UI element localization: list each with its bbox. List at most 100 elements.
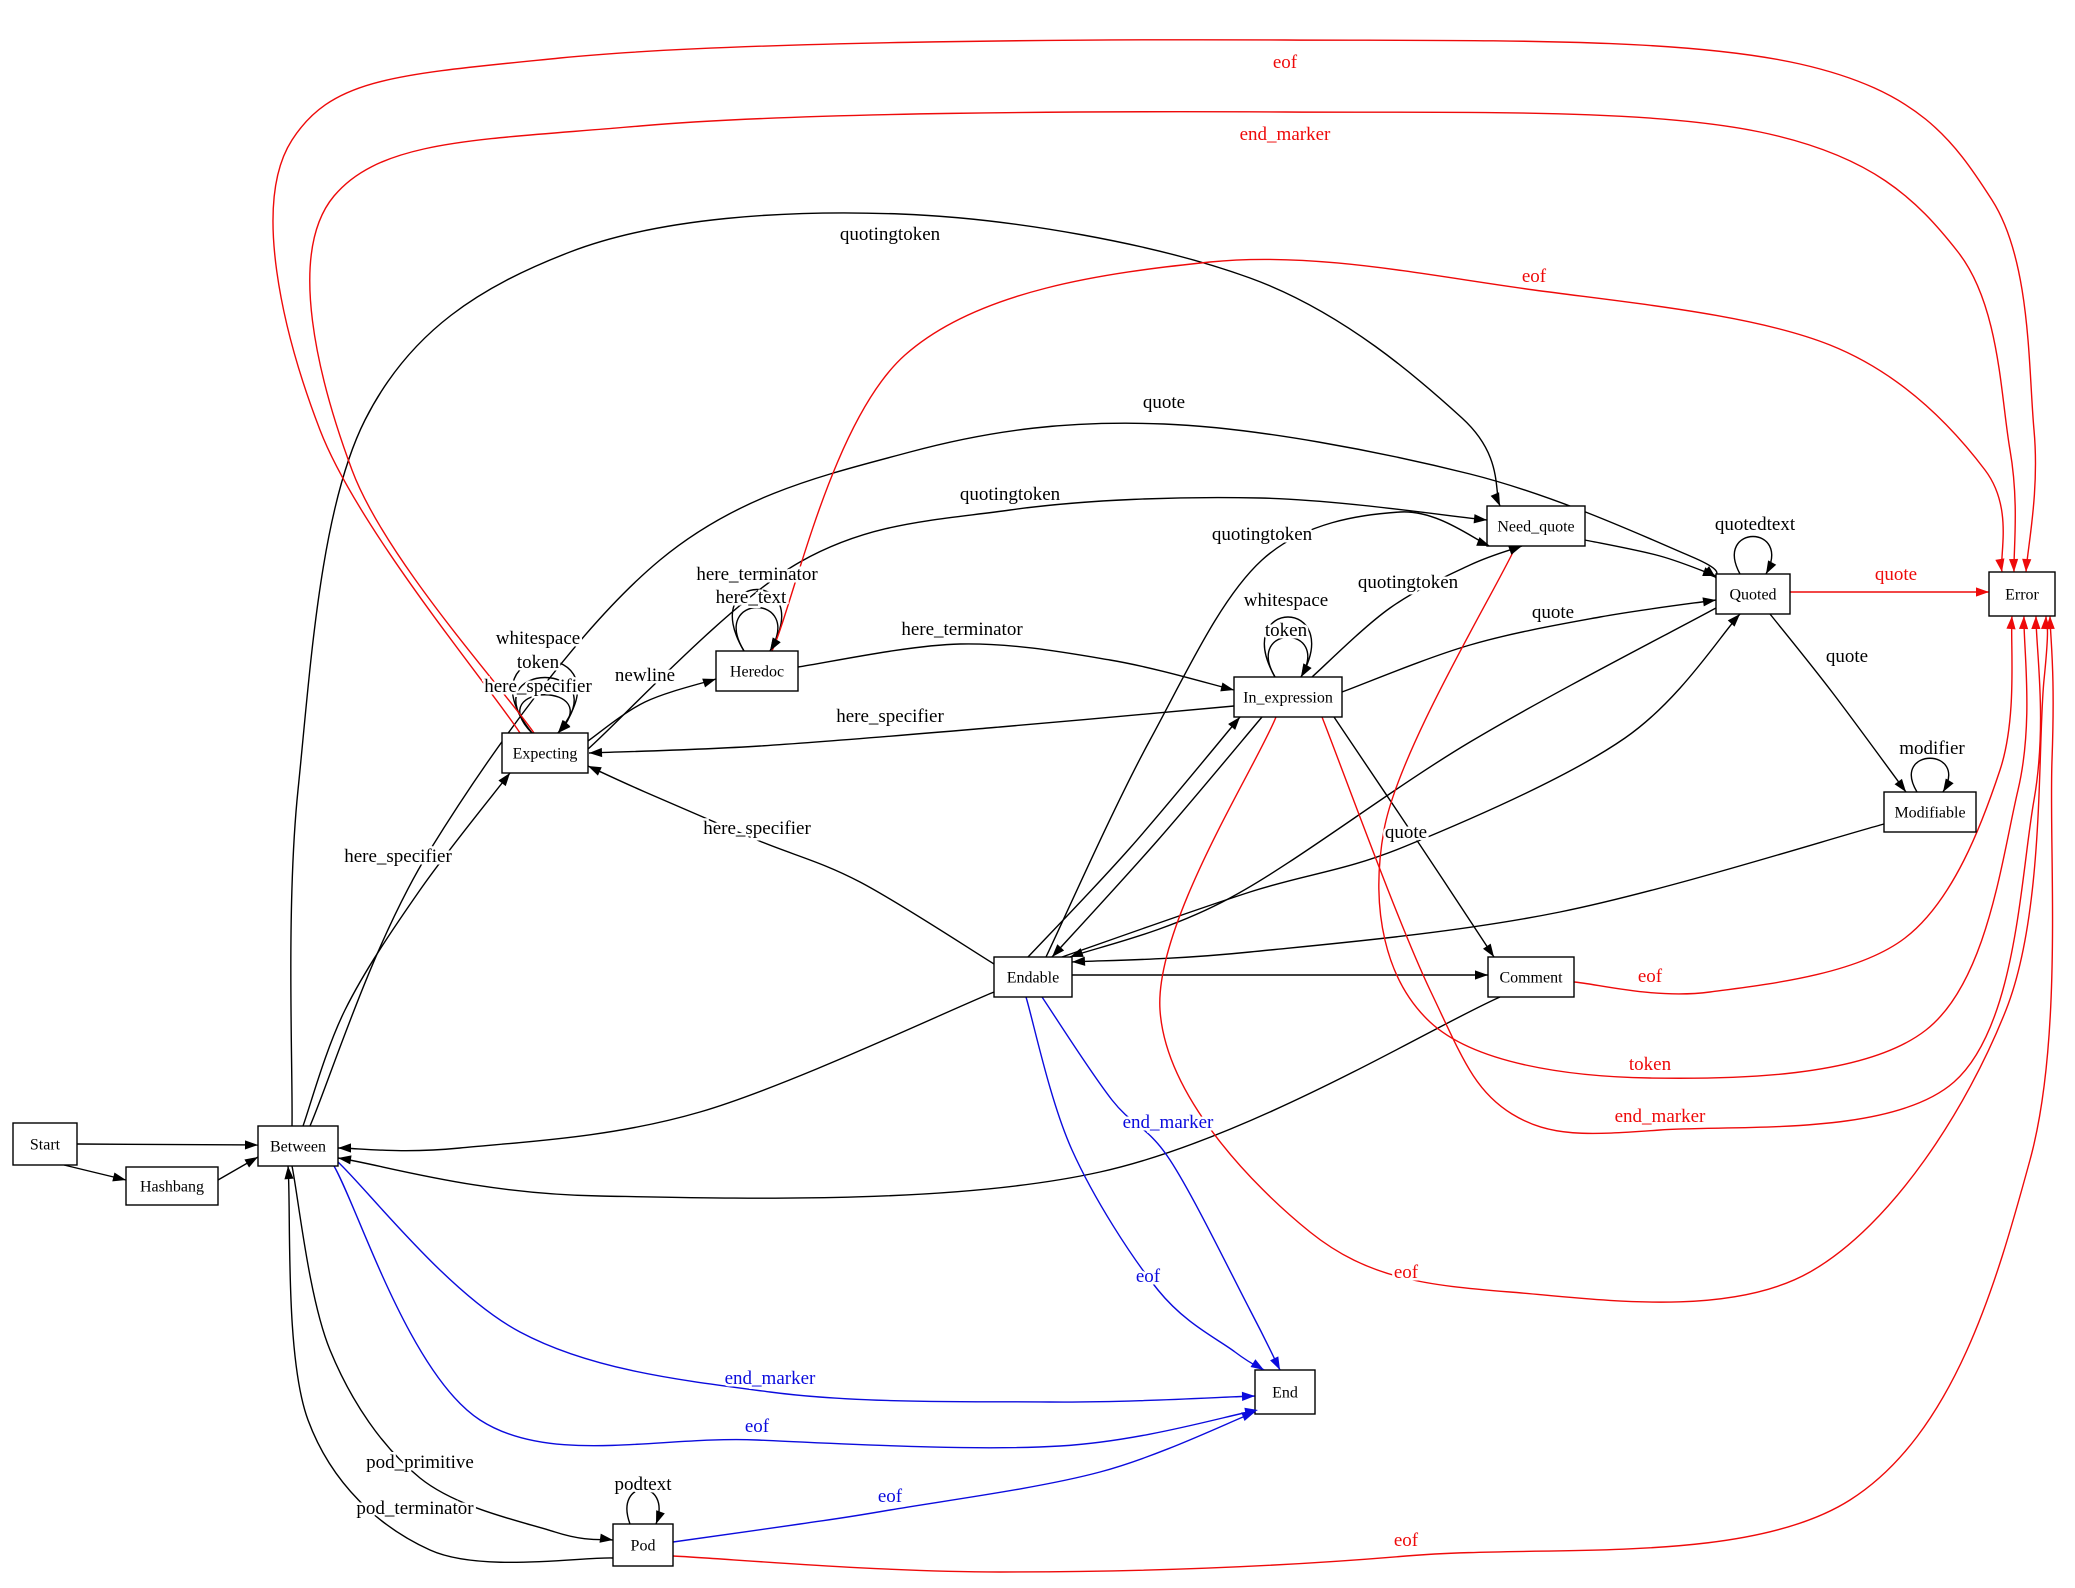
edge-pod-error-eof-arrowhead: [2045, 616, 2055, 630]
edge-in_expression-error-end_marker-label: end_marker: [1615, 1106, 1706, 1127]
state-node-between: Between: [257, 1125, 339, 1167]
edge-comment-error-eof-label: eof: [1638, 966, 1663, 987]
node-label-start: Start: [30, 1137, 61, 1154]
edge-in_expression-error-end_marker: [1321, 615, 2042, 1135]
edge-in_expression-quoted-quote: [1341, 599, 1717, 693]
node-box-endable: [993, 956, 1073, 998]
edge-endable-need_quote-quotingtoken-label: quotingtoken: [1212, 524, 1313, 545]
edge-heredoc-self-here_text-arrowhead: [770, 637, 781, 651]
state-node-error: Error: [1988, 571, 2056, 617]
edge-quoted-modifiable-quote: [1769, 613, 1907, 793]
edge-endable-quoted-quote-label: quote: [1385, 822, 1427, 843]
edge-in_expression-need_quote-quotingtoken: [1311, 545, 1523, 678]
edge-expecting-error-eof-label: eof: [1273, 52, 1298, 73]
edge-in_expression-self-token-arrowhead: [1301, 663, 1312, 677]
node-label-between: Between: [270, 1139, 326, 1156]
edge-between-end-end_marker-label: end_marker: [725, 1368, 816, 1389]
edge-in_expression-self-whitespace-label: whitespace: [1244, 590, 1328, 611]
edge-quoted-endable-arrowhead: [1070, 948, 1084, 957]
edge-between-expecting-here_specifier: [302, 772, 511, 1127]
node-box-expecting: [501, 732, 589, 774]
edge-in_expression-endable-arrowhead: [1052, 944, 1065, 957]
state-node-in_expression: In_expression: [1233, 676, 1343, 718]
node-box-between: [257, 1125, 339, 1167]
edge-modifiable-self-modifier-label: modifier: [1899, 738, 1965, 759]
edge-between-expecting-here_specifier-arrowhead: [498, 773, 510, 787]
state-node-end: End: [1254, 1369, 1316, 1415]
edge-between-pod-pod_primitive-label: pod_primitive: [366, 1452, 474, 1473]
edge-comment-error-eof-arrowhead: [2006, 616, 2016, 630]
node-box-in_expression: [1233, 676, 1343, 718]
edge-endable-end-eof-label: eof: [1136, 1266, 1161, 1287]
edge-quoted-self-quotedtext-arrowhead: [1766, 560, 1777, 574]
node-box-quoted: [1715, 573, 1791, 615]
edge-in_expression-expecting-here_specifier: [588, 705, 1235, 754]
node-label-modifiable: Modifiable: [1894, 805, 1965, 822]
edge-in_expression-error-eof: [1159, 615, 2049, 1303]
edge-between-need_quote-quotingtoken-label: quotingtoken: [840, 224, 941, 245]
edge-expecting-self-token: [515, 676, 575, 734]
edge-in_expression-self-token-label: token: [1265, 620, 1308, 641]
state-node-modifiable: Modifiable: [1883, 791, 1977, 833]
edge-heredoc-self-here_terminator-label: here_terminator: [696, 564, 818, 585]
edge-heredoc-error-eof-arrowhead: [1995, 558, 2005, 572]
edge-endable-end-eof-arrowhead: [1250, 1359, 1264, 1370]
edge-pod-end-eof-arrowhead: [1241, 1412, 1255, 1421]
edge-endable-end-end_marker-arrowhead: [1270, 1356, 1280, 1370]
state-node-endable: Endable: [993, 956, 1073, 998]
edge-heredoc-in_expression-here_terminator-label: here_terminator: [901, 619, 1023, 640]
edge-heredoc-self-here_text-label: here_text: [716, 587, 787, 608]
node-box-start: [12, 1122, 78, 1166]
edge-comment-between-arrowhead: [338, 1155, 352, 1165]
edge-expecting-need_quote-quotingtoken-arrowhead: [1473, 514, 1487, 524]
edge-in_expression-comment-arrowhead: [1482, 943, 1494, 957]
state-node-pod: Pod: [612, 1523, 674, 1567]
edge-between-need_quote-quotingtoken-arrowhead: [1490, 492, 1500, 506]
edge-in_expression-self-token: [1267, 636, 1309, 678]
edge-quoted-error-quote-arrowhead: [1976, 587, 1989, 597]
edge-expecting-heredoc-newline: [587, 678, 717, 742]
node-box-modifiable: [1883, 791, 1977, 833]
edge-in_expression-expecting-here_specifier-label: here_specifier: [836, 706, 944, 727]
edge-heredoc-error-eof: [771, 258, 2004, 652]
edge-expecting-self-whitespace-label: whitespace: [496, 628, 580, 649]
node-label-need_quote: Need_quote: [1497, 519, 1574, 536]
node-box-hashbang: [125, 1166, 219, 1206]
node-box-end: [1254, 1369, 1316, 1415]
edge-between-quoted-quote-label: quote: [1143, 392, 1185, 413]
edge-between-end-eof-label: eof: [745, 1416, 770, 1437]
node-box-comment: [1487, 956, 1575, 998]
edge-expecting-error-eof: [272, 39, 2037, 734]
edge-between-need_quote-quotingtoken: [290, 212, 1501, 1127]
state-node-quoted: Quoted: [1715, 573, 1791, 615]
edge-in_expression-need_quote-quotingtoken-arrowhead: [1508, 546, 1522, 555]
edge-quoted-modifiable-quote-arrowhead: [1894, 778, 1906, 792]
edge-need_quote-error-token-arrowhead: [2018, 616, 2029, 630]
edge-pod-self-podtext: [626, 1489, 660, 1525]
edge-endable-in_expression-arrowhead: [1228, 717, 1240, 730]
edge-labels-layer: here_specifier quotingtoken quote pod_primi…: [342, 50, 1968, 1554]
edge-need_quote-error-token: [1378, 545, 2028, 1079]
edge-heredoc-error-eof-label: eof: [1522, 266, 1547, 287]
edge-endable-expecting-here_specifier: [587, 765, 995, 965]
edge-endable-between-arrowhead: [338, 1143, 351, 1153]
edge-quoted-endable: [1069, 607, 1717, 958]
edge-modifiable-self-modifier: [1910, 757, 1950, 793]
edge-modifiable-endable-arrowhead: [1072, 956, 1086, 966]
node-label-heredoc: Heredoc: [730, 664, 784, 681]
edge-between-end-end_marker-arrowhead: [1241, 1391, 1255, 1401]
node-label-hashbang: Hashbang: [140, 1179, 204, 1196]
node-label-error: Error: [2005, 587, 2039, 604]
state-node-hashbang: Hashbang: [125, 1166, 219, 1206]
edge-expecting-error-end_marker-arrowhead: [2008, 558, 2019, 572]
node-label-pod: Pod: [631, 1538, 656, 1555]
edge-pod-end-eof: [672, 1411, 1256, 1543]
edge-expecting-self-token-label: token: [517, 652, 560, 673]
node-label-comment: Comment: [1499, 970, 1563, 987]
edge-expecting-heredoc-newline-arrowhead: [702, 678, 716, 688]
node-box-pod: [612, 1523, 674, 1567]
edge-between-expecting-here_specifier-label: here_specifier: [344, 846, 452, 867]
edge-expecting-self-here_specifier-label: here_specifier: [484, 676, 592, 697]
nodes-layer: StartHashbangBetweenExpectingHeredocIn_e…: [12, 505, 2056, 1567]
